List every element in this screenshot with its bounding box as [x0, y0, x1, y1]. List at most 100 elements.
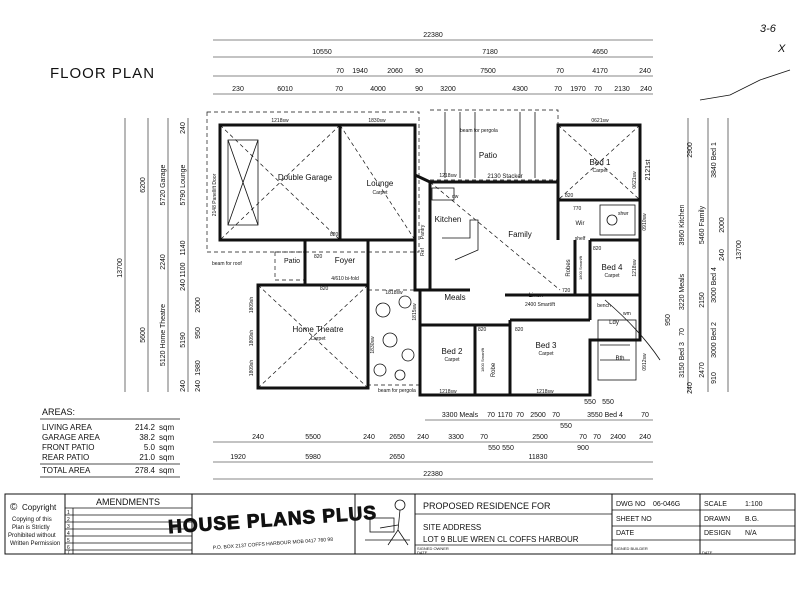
dim-top-r3-0: 70 [336, 68, 344, 75]
areas-table: AREAS: LIVING AREA 214.2 sqm GARAGE AREA… [40, 407, 180, 478]
copyright-line-1: Plan is Strictly [12, 525, 50, 531]
dim-bot-r2-8: 70 [579, 434, 587, 441]
right-dimensions: 2900 3840 Bed 1 2121st 3960 Kitchen 5460… [645, 118, 743, 394]
plant-6 [394, 369, 406, 381]
drawn-label: DRAWN [704, 516, 730, 523]
note-door-bed4: 820 [593, 246, 602, 252]
amend-num-3: 3 [67, 524, 70, 530]
areas-row-1-value: 38.2 [139, 433, 155, 442]
amend-num-6: 6 [67, 545, 70, 551]
dim-top-r4-5: 3200 [440, 86, 456, 93]
dim-bot-r1-3: 70 [516, 412, 524, 419]
room-bed3-sub: Carpet [538, 351, 554, 357]
dim-bot-r2b-0: 550 [488, 445, 500, 452]
design-label: DESIGN [704, 530, 731, 537]
signed-owner-date: DATE [417, 550, 428, 555]
title-block: © Copyright Copying of this Plan is Stri… [4, 493, 796, 556]
dim-right-2: 2121st [645, 159, 652, 180]
dwg-no-label: DWG NO [616, 501, 646, 508]
areas-total-label: TOTAL AREA [42, 466, 91, 475]
dim-top-r2-0: 10550 [312, 49, 332, 56]
dim-right-10: 2150 [699, 292, 706, 308]
dim-right-5: 2000 [719, 217, 726, 233]
dim-right-14: 950 [665, 314, 672, 326]
drawn-value: B.G. [745, 516, 759, 523]
dim-top-r4-7: 70 [554, 86, 562, 93]
room-ref: Ref [420, 247, 426, 255]
areas-row-0-label: LIVING AREA [42, 423, 92, 432]
dim-bot-r1-6: 3550 Bed 4 [587, 412, 623, 419]
handwritten-line [699, 69, 791, 101]
note-door-770: 770 [573, 206, 582, 212]
plan-annotations: beam for pergola beam for roof beam for … [212, 118, 648, 395]
signed-builder-label: SIGNED BUILDER [614, 546, 648, 551]
room-wir: Wir [576, 221, 585, 227]
note-door-ht: 820 [320, 286, 329, 292]
dim-bot-r2-7: 2500 [532, 434, 548, 441]
dim-bot-r2-4: 240 [417, 434, 429, 441]
dim-top-r3-1: 1940 [352, 68, 368, 75]
dim-right-6: 240 [719, 249, 726, 261]
note-window-bed1: 0621sw [591, 118, 609, 124]
areas-row-3-label: REAR PATIO [42, 453, 89, 462]
dim-top-r4-4: 90 [415, 86, 423, 93]
room-patio-top: Patio [479, 151, 498, 160]
dim-top-r4-3: 4000 [370, 86, 386, 93]
dim-bot-r2-11: 240 [639, 434, 651, 441]
note-door-bed2: 820 [478, 327, 487, 333]
handwritten-x: X [777, 43, 786, 55]
amend-num-1: 1 [67, 510, 70, 516]
dim-right-4: 5460 Family [699, 205, 706, 244]
areas-row-1-label: GARAGE AREA [42, 433, 100, 442]
ensuite-toilet [606, 214, 618, 226]
garden-plants [373, 295, 415, 381]
dim-top-r3-7: 240 [639, 68, 651, 75]
plant-5 [373, 363, 387, 377]
areas-heading: AREAS: [42, 407, 75, 417]
note-dishwasher: dw [452, 194, 459, 200]
dim-right-15: 910 [711, 372, 718, 384]
note-window-ht-3: 1809sh [249, 360, 255, 377]
room-robes: Robes [566, 259, 572, 276]
dim-top-r4-0: 230 [232, 86, 244, 93]
dim-left-5: 1140 [180, 240, 187, 255]
note-window-bed3: 1218sw [536, 389, 554, 395]
garden-outline [367, 289, 421, 386]
company-logo: HOUSE PLANS PLUS [168, 503, 378, 539]
note-window-bed2: 1218sw [439, 389, 457, 395]
proposed-label: PROPOSED RESIDENCE FOR [423, 501, 551, 511]
room-bed1: Bed 1 [590, 158, 611, 167]
amend-num-2: 2 [67, 517, 70, 523]
dim-bot-overall: 22380 [423, 471, 443, 478]
note-window-bed4: 1218sw [632, 259, 638, 277]
plant-2 [398, 295, 412, 309]
room-patio-mid: Patio [284, 258, 300, 265]
dim-bot-r3-2: 2650 [389, 454, 405, 461]
note-linen-door: 2400 Smart/ft [525, 302, 556, 308]
dim-left-11: 5190 [180, 332, 187, 348]
dim-right-3: 3960 Kitchen [679, 204, 686, 245]
laundry-bath-fixtures [597, 319, 637, 381]
family-diag [429, 181, 561, 291]
copyright-line-3: Written Permission [10, 541, 60, 547]
dim-top-r4-6: 4300 [512, 86, 528, 93]
dim-bot-r1-5: 70 [552, 412, 560, 419]
dim-bot-r1-1: 70 [487, 412, 495, 419]
amend-num-5: 5 [67, 538, 70, 544]
dim-bot-r1-2: 1170 [497, 412, 512, 419]
dim-left-16: 240 [195, 380, 202, 392]
dim-bot-r2-6: 70 [480, 434, 488, 441]
note-beam-pergola-bottom: beam for pergola [378, 388, 416, 394]
note-window-garage: 1218sw [271, 118, 289, 124]
room-double-garage: Double Garage [278, 173, 333, 182]
note-washing-machine: wm [623, 311, 631, 317]
room-bed2: Bed 2 [442, 347, 463, 356]
dim-top-r4-9: 70 [594, 86, 602, 93]
room-bed3: Bed 3 [536, 341, 557, 350]
dim-bot-r2-2: 240 [363, 434, 375, 441]
bed1-diag [557, 124, 641, 201]
kitchen-island [442, 219, 479, 261]
site-address: LOT 9 BLUE WREN CL COFFS HARBOUR [423, 535, 579, 544]
signed-builder-date: DATE [702, 550, 713, 555]
